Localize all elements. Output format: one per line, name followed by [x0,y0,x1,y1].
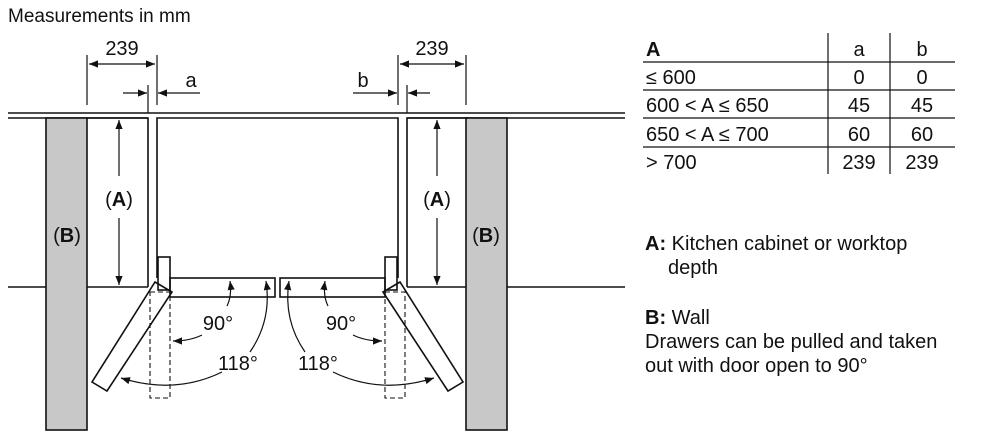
drawer-left [169,277,276,298]
table-cell: 45 [848,95,870,117]
gap-label-b: b [357,70,368,92]
gap-table: A a b ≤ 600 0 0 600 < A ≤ 650 45 45 650 … [643,33,955,174]
cabinet-left [87,117,149,287]
table-cell: 45 [911,95,933,117]
table-cell: 239 [842,152,875,174]
legend-a: A: Kitchen cabinet or worktop [645,233,907,255]
angle-90-right: 90° [326,313,356,335]
table-cell: 650 < A ≤ 700 [646,124,769,146]
drawer-right [279,277,386,298]
table-cell: 600 < A ≤ 650 [646,95,769,117]
angle-90-left: 90° [203,313,233,335]
wall-label-left: (B) [53,225,81,247]
table-header-b: b [916,39,927,61]
hinge-left [157,256,171,291]
fridge-body [156,117,399,278]
door-right-90-outline [384,291,406,399]
drawer-note-line2: out with door open to 90° [645,355,868,377]
angle-118-right: 118° [298,353,338,375]
table-cell: 60 [848,124,870,146]
door-left-open [90,280,174,393]
legend-b: B: Wall [645,307,710,329]
table-cell: 0 [916,67,927,89]
wall-right [465,117,508,431]
table-cell: 60 [911,124,933,146]
cabinet-depth-label-left: (A) [105,189,133,211]
table-header-a-range: A [646,39,660,61]
wall-left [45,117,88,431]
door-left-90-outline [149,291,171,399]
dimension-right-239: 239 [415,38,448,60]
table-cell: 0 [853,67,864,89]
cabinet-depth-label-right: (A) [423,189,451,211]
door-right-open [381,280,465,393]
table-cell: ≤ 600 [646,67,696,89]
dimension-left-239: 239 [105,38,138,60]
diagram-title: Measurements in mm [8,6,191,27]
table-cell: 239 [905,152,938,174]
table-header-a: a [853,39,865,61]
wall-label-right: (B) [472,225,500,247]
legend-a-line2: depth [668,257,718,279]
hinge-right [384,256,398,291]
cabinet-right [406,117,468,287]
angle-118-left: 118° [218,353,258,375]
drawer-note-line1: Drawers can be pulled and taken [645,331,937,353]
table-cell: > 700 [646,152,697,174]
gap-label-a: a [185,70,197,92]
